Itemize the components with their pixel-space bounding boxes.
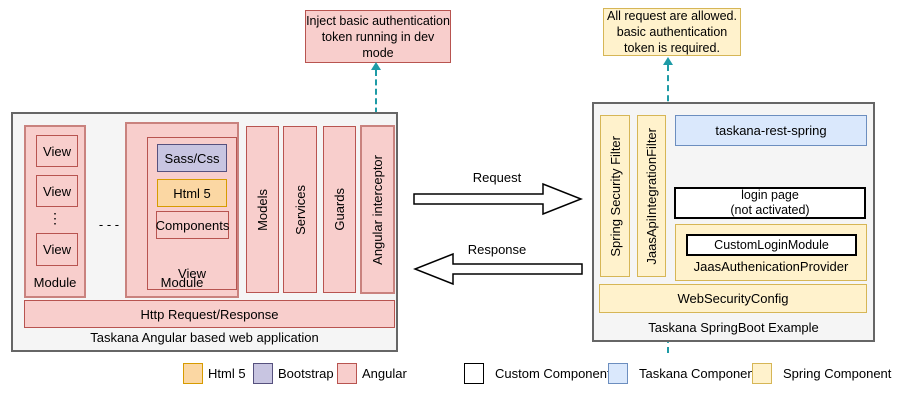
web-security-config-box: WebSecurityConfig xyxy=(599,284,867,313)
springboot-title: Taskana SpringBoot Example xyxy=(648,320,819,335)
jaas-provider-label: JaasAuthenicationProvider xyxy=(693,259,849,274)
bar-guards: Guards xyxy=(323,126,356,293)
module-right: Sass/Css Html 5 Components View Module xyxy=(125,122,239,298)
custom-login-module-box: CustomLoginModule xyxy=(686,234,857,256)
legend-label: Html 5 xyxy=(208,365,246,381)
view-box: View xyxy=(36,233,78,266)
legend-item-html5: Html 5 xyxy=(183,362,246,384)
response-label: Response xyxy=(467,242,527,257)
bar-models: Models xyxy=(246,126,279,293)
custom-component-swatch xyxy=(464,362,484,384)
legend-label: Bootstrap xyxy=(278,365,334,381)
ellipsis-vertical-icon: ⋮ xyxy=(48,210,62,226)
module-left: View View ⋮ View Module xyxy=(24,125,86,298)
response-arrow xyxy=(413,252,583,286)
callout-all-requests: All request are allowed. basic authentic… xyxy=(603,8,741,56)
bar-angular-interceptor-label: Angular interceptor xyxy=(370,154,385,265)
jaas-api-integration-filter-label: JaasApiIntegrationFilter xyxy=(644,127,659,265)
bar-angular-interceptor: Angular interceptor xyxy=(360,125,395,294)
legend-item-spring-component: Spring Component xyxy=(752,362,891,384)
angular-swatch xyxy=(337,362,357,384)
legend-label: Taskana Component xyxy=(639,365,759,381)
http-request-response-bar: Http Request/Response xyxy=(24,300,395,328)
request-arrow xyxy=(413,182,583,216)
legend-label: Custom Component xyxy=(495,365,611,381)
bar-guards-label: Guards xyxy=(332,188,347,231)
jaas-api-integration-filter: JaasApiIntegrationFilter xyxy=(637,115,666,277)
login-page-box: login page (not activated) xyxy=(674,187,866,219)
bar-services-label: Services xyxy=(292,184,308,235)
sass-css-box: Sass/Css xyxy=(157,144,227,172)
view-container: Sass/Css Html 5 Components View xyxy=(147,137,237,290)
html5-swatch xyxy=(183,362,203,384)
spring-security-filter-label: Spring Security Filter xyxy=(607,135,623,257)
view-box: View xyxy=(36,135,78,167)
view-label: View xyxy=(178,266,206,281)
bar-services: Services xyxy=(283,126,317,293)
request-label: Request xyxy=(472,170,522,185)
spring-security-filter: Spring Security Filter xyxy=(600,115,630,277)
arrow-up-icon xyxy=(371,62,381,70)
jaas-authentication-provider-box: CustomLoginModule JaasAuthenicationProvi… xyxy=(675,224,867,281)
taskana-component-swatch xyxy=(608,362,628,384)
module-label: Module xyxy=(33,275,77,290)
legend-item-angular: Angular xyxy=(337,362,407,384)
callout-dev-mode: Inject basic authentication token runnin… xyxy=(305,10,451,63)
legend-item-custom-component: Custom Component xyxy=(464,362,611,384)
html5-box: Html 5 xyxy=(157,179,227,207)
arrow-up-icon xyxy=(663,57,673,65)
legend-item-taskana-component: Taskana Component xyxy=(608,362,758,384)
view-box: View xyxy=(36,175,78,207)
angular-app-title: Taskana Angular based web application xyxy=(90,330,319,345)
angular-app-container: View View ⋮ View Module - - - Sass/Css H… xyxy=(11,112,398,352)
springboot-container: Spring Security Filter JaasApiIntegratio… xyxy=(592,102,875,342)
components-box: Components xyxy=(156,211,229,239)
bootstrap-swatch xyxy=(253,362,273,384)
legend-label: Angular xyxy=(362,365,407,381)
bar-models-label: Models xyxy=(255,188,270,231)
taskana-rest-spring-box: taskana-rest-spring xyxy=(675,115,867,146)
dev-mode-connector xyxy=(375,70,377,123)
legend-label: Spring Component xyxy=(783,365,892,381)
spring-component-swatch xyxy=(752,362,772,384)
legend-item-bootstrap: Bootstrap xyxy=(253,362,334,384)
modules-ellipsis: - - - xyxy=(98,217,120,232)
module-label: Module xyxy=(160,275,204,290)
